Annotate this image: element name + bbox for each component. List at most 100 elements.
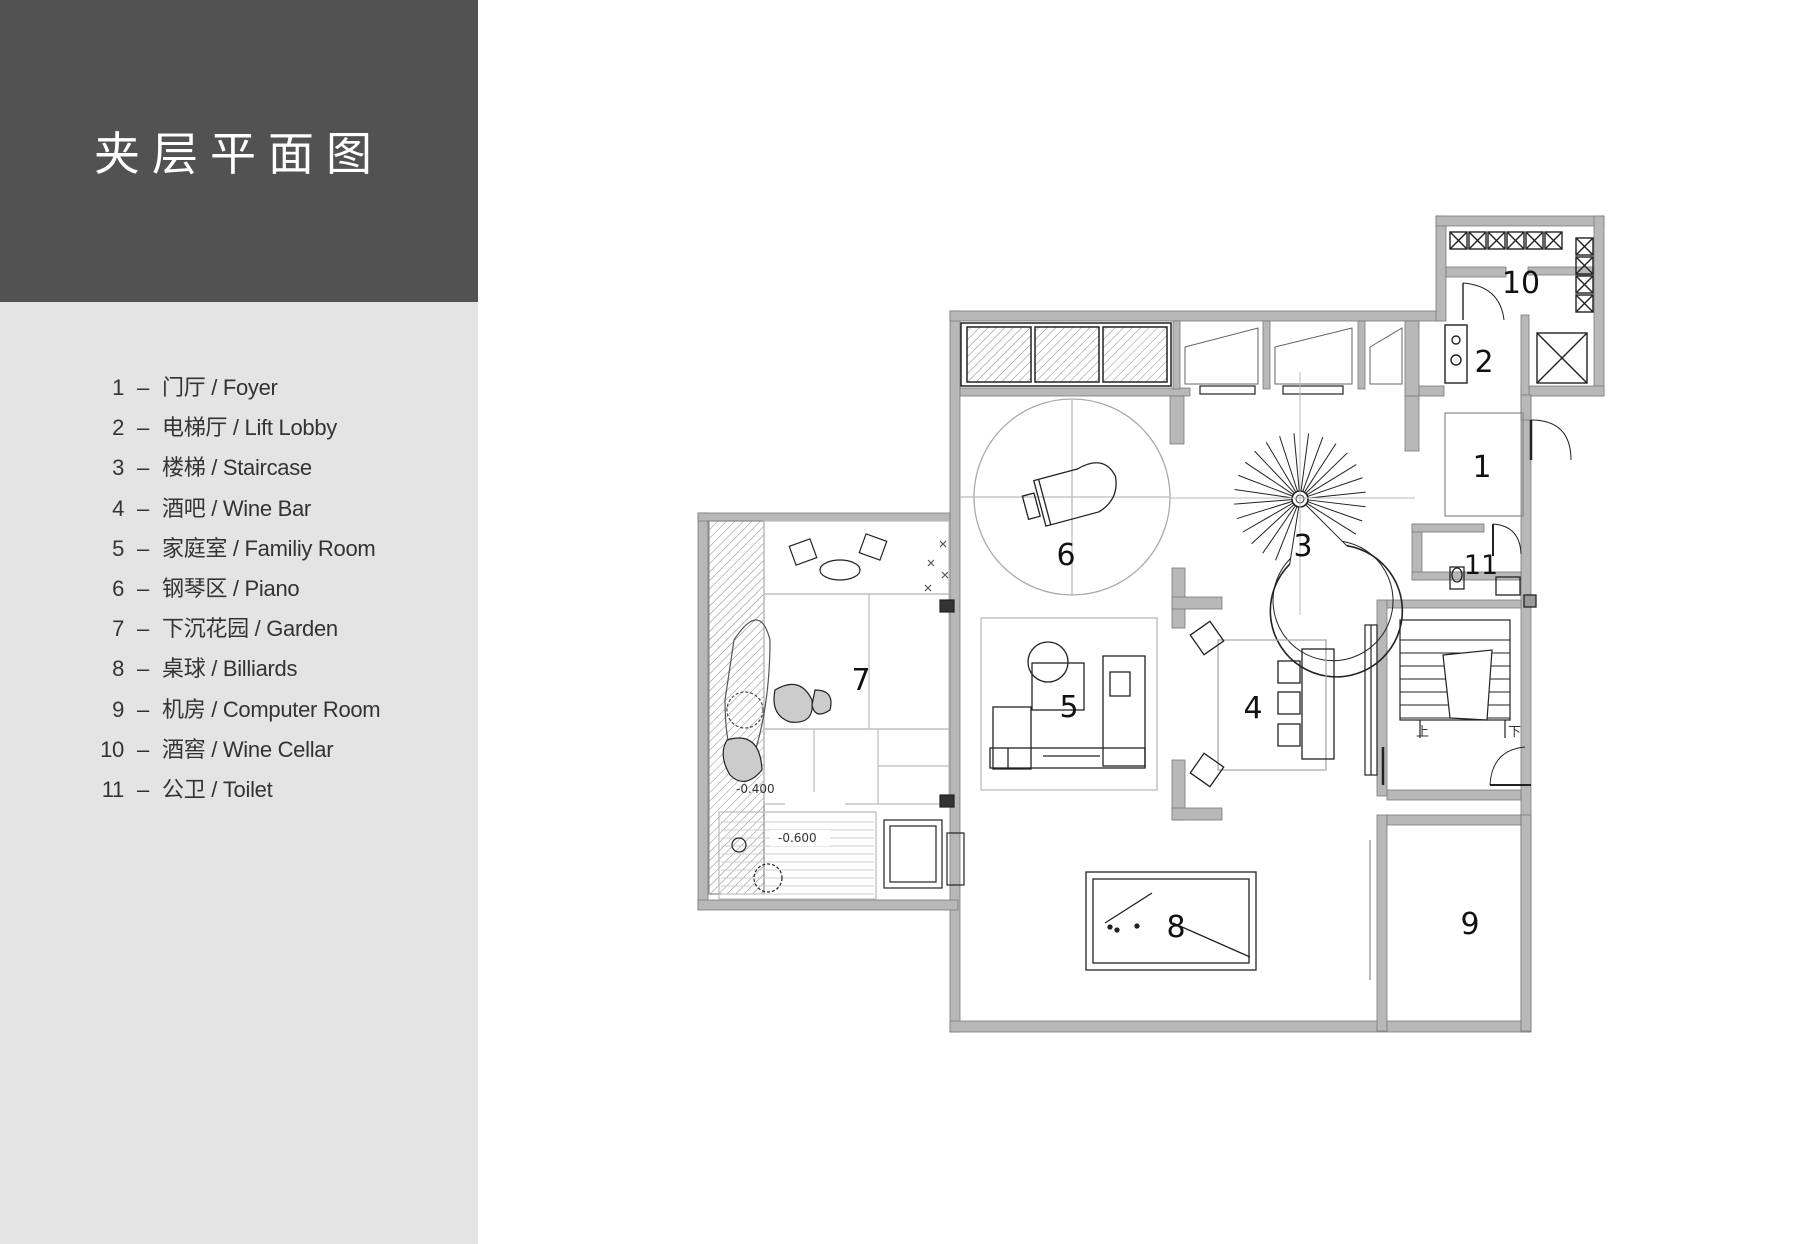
legend-item: 1–门厅 / Foyer [90, 368, 380, 408]
legend-chinese-name: 酒吧 [162, 495, 206, 521]
legend-slash: / [227, 415, 245, 441]
legend-number: 6 [112, 575, 124, 601]
guide-lines [1170, 372, 1415, 615]
legend-dash: – [137, 455, 149, 481]
room-label-staircase: 3 [1293, 529, 1312, 564]
room-label-wine-bar: 4 [1243, 691, 1262, 726]
stair-mark-up: 上 [1416, 725, 1429, 740]
legend-number: 1 [112, 375, 124, 400]
legend-dash: – [137, 616, 149, 642]
legend-english-name: Lift Lobby [244, 415, 338, 441]
legend-english-name: Toilet [222, 776, 273, 802]
piano-area [960, 398, 1171, 596]
stair-mark-down: 下 [1508, 725, 1521, 740]
legend-english-name: Piano [244, 575, 300, 601]
family-room [980, 617, 1158, 791]
legend-slash: / [248, 616, 267, 642]
toilet-fixtures [1449, 523, 1537, 608]
partitions [1364, 624, 1531, 980]
room-labels: 1 2 3 4 5 6 7 8 9 10 11 [851, 266, 1540, 945]
legend-item: 11–公卫 / Toilet [90, 770, 380, 810]
legend-slash: / [227, 575, 245, 601]
wine-bar [1189, 620, 1335, 788]
room-label-toilet: 11 [1464, 550, 1498, 581]
legend-slash: / [205, 776, 223, 802]
legend-dash: – [137, 776, 149, 802]
level-mark-garden-deck: -0.600 [778, 831, 817, 845]
legend-chinese-name: 桌球 [162, 656, 206, 682]
legend-item: 7–下沉花园 / Garden [90, 609, 380, 649]
title-block: 夹层平面图 [0, 0, 478, 302]
legend-dash: – [137, 535, 149, 561]
legend-item: 4–酒吧 / Wine Bar [90, 489, 380, 529]
legend-item: 8–桌球 / Billiards [90, 649, 380, 689]
legend-item: 5–家庭室 / Familiy Room [90, 529, 380, 569]
legend-item: 3–楼梯 / Staircase [90, 448, 380, 488]
legend-dash: – [137, 575, 149, 601]
legend-number: 11 [101, 776, 125, 802]
legend-number: 7 [112, 616, 124, 642]
legend-chinese-name: 下沉花园 [162, 616, 249, 642]
legend-english-name: Garden [266, 616, 338, 642]
legend-number: 2 [112, 415, 124, 441]
room-label-foyer: 1 [1472, 450, 1491, 485]
room-label-lift-lobby: 2 [1474, 345, 1493, 380]
legend-chinese-name: 门厅 [162, 375, 206, 400]
room-label-computer-room: 9 [1460, 907, 1479, 942]
page-title: 夹层平面图 [94, 127, 384, 181]
billiards-table [1085, 871, 1257, 971]
legend-dash: – [137, 696, 149, 722]
legend-item: 6–钢琴区 / Piano [90, 569, 380, 609]
legend-chinese-name: 机房 [162, 696, 206, 722]
legend-chinese-name: 电梯厅 [162, 415, 228, 441]
legend-dash: – [137, 656, 149, 682]
legend-slash: / [205, 375, 223, 400]
legend-number: 4 [112, 495, 124, 521]
legend-chinese-name: 酒窖 [162, 736, 206, 762]
spiral-staircase [1234, 433, 1404, 678]
legend-slash: / [227, 535, 245, 561]
legend-number: 10 [100, 736, 124, 762]
legend-chinese-name: 钢琴区 [162, 575, 228, 601]
room-label-garden: 7 [851, 663, 870, 698]
room-label-piano: 6 [1056, 538, 1075, 573]
legend-chinese-name: 公卫 [162, 776, 206, 802]
legend-chinese-name: 楼梯 [162, 455, 206, 481]
level-mark-garden-low: -0.400 [736, 782, 775, 796]
legend-slash: / [205, 656, 223, 682]
legend-dash: – [137, 736, 149, 762]
top-storage [960, 322, 1403, 395]
legend-number: 8 [112, 656, 124, 682]
legend-english-name: Wine Cellar [222, 736, 334, 762]
foyer [1444, 412, 1524, 517]
wine-cellar-racks [1449, 231, 1594, 313]
legend-dash: – [137, 375, 149, 400]
legend-english-name: Foyer [222, 375, 278, 400]
level-marks: -0.400 -0.600 上 下 [736, 725, 1521, 845]
legend-item: 2–电梯厅 / Lift Lobby [90, 408, 380, 448]
lift-lobby [1444, 282, 1588, 461]
legend-english-name: Computer Room [222, 696, 381, 722]
legend-english-name: Billiards [222, 656, 298, 682]
legend-number: 3 [112, 455, 124, 481]
legend-item: 10–酒窖 / Wine Cellar [90, 730, 380, 770]
legend-english-name: Wine Bar [222, 495, 311, 521]
legend-dash: – [137, 495, 149, 521]
legend-dash: – [137, 415, 149, 441]
room-label-billiards: 8 [1166, 910, 1185, 945]
legend-chinese-name: 家庭室 [162, 535, 228, 561]
legend-slash: / [205, 455, 223, 481]
legend-number: 9 [112, 696, 124, 722]
room-label-wine-cellar: 10 [1502, 266, 1540, 301]
legend-item: 9–机房 / Computer Room [90, 690, 381, 730]
legend-slash: / [205, 495, 223, 521]
legend-number: 5 [112, 535, 124, 561]
straight-staircase [1399, 619, 1511, 738]
legend-english-name: Familiy Room [244, 535, 376, 561]
legend-english-name: Staircase [222, 455, 312, 481]
legend-slash: / [205, 696, 223, 722]
room-label-family-room: 5 [1059, 690, 1078, 725]
